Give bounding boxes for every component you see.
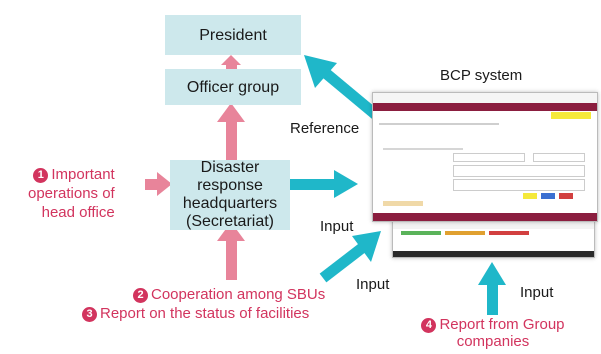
arrow-cooperation-to-hq bbox=[217, 222, 245, 280]
hq-label-line1: Disaster response bbox=[197, 159, 263, 194]
report-facilities-text: Report on the status of facilities bbox=[100, 305, 310, 322]
hq-box: Disaster response headquarters (Secretar… bbox=[170, 159, 290, 230]
bcp-system-title: BCP system bbox=[440, 67, 523, 84]
number-badge-2: 2 bbox=[133, 288, 148, 303]
officer-group-label: Officer group bbox=[186, 78, 280, 96]
important-ops-line1: Important bbox=[51, 166, 115, 183]
input-label-hq: Input bbox=[320, 218, 354, 235]
arrow-bcp-to-president bbox=[304, 55, 380, 120]
report-group-line1: Report from Group bbox=[439, 316, 565, 333]
number-badge-3: 3 bbox=[82, 307, 97, 322]
report-group-line2: companies bbox=[456, 333, 530, 350]
number-badge-1: 1 bbox=[33, 168, 49, 183]
arrow-hq-to-officer bbox=[217, 103, 245, 160]
arrow-important-ops-to-hq bbox=[145, 172, 172, 196]
reference-label: Reference bbox=[290, 120, 360, 137]
officer-group-box: Officer group bbox=[165, 69, 301, 105]
president-label: President bbox=[199, 26, 267, 44]
input-label-cooperation: Input bbox=[356, 276, 390, 293]
important-ops-line3: head office bbox=[41, 204, 115, 221]
arrow-officer-to-president bbox=[221, 55, 241, 69]
hq-label-line3: (Secretariat) bbox=[185, 213, 275, 230]
arrow-hq-to-bcp bbox=[290, 170, 358, 198]
important-ops-line2: operations of bbox=[28, 185, 115, 202]
president-box: President bbox=[165, 15, 301, 55]
input-label-group: Input bbox=[520, 284, 554, 301]
number-badge-4: 4 bbox=[421, 318, 437, 333]
arrow-cooperation-to-bcp bbox=[319, 231, 381, 283]
arrow-group-to-bcp bbox=[478, 262, 506, 315]
hq-label-line2: headquarters bbox=[182, 195, 278, 212]
bcp-screenshot bbox=[372, 92, 598, 222]
cooperation-text: Cooperation among SBUs bbox=[151, 286, 326, 303]
